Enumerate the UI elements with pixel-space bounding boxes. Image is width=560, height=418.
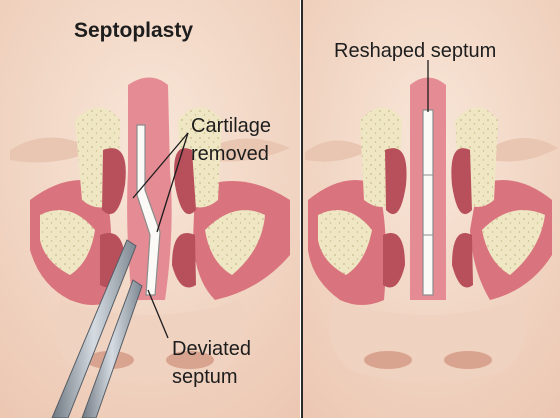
reshaped-cartilage — [423, 110, 433, 295]
septum-label: septum — [172, 366, 238, 388]
right-panel: Reshaped septum — [303, 0, 560, 418]
deviated-label: Deviated — [172, 338, 251, 360]
nostril-left — [364, 351, 412, 369]
left-panel: Septoplasty Cartilage removed Deviated s… — [0, 0, 300, 418]
septoplasty-title: Septoplasty — [74, 19, 193, 42]
reshaped-septum-label: Reshaped septum — [334, 40, 496, 62]
removed-label: removed — [191, 143, 269, 165]
nostril-right — [444, 351, 492, 369]
cartilage-label: Cartilage — [191, 115, 271, 137]
